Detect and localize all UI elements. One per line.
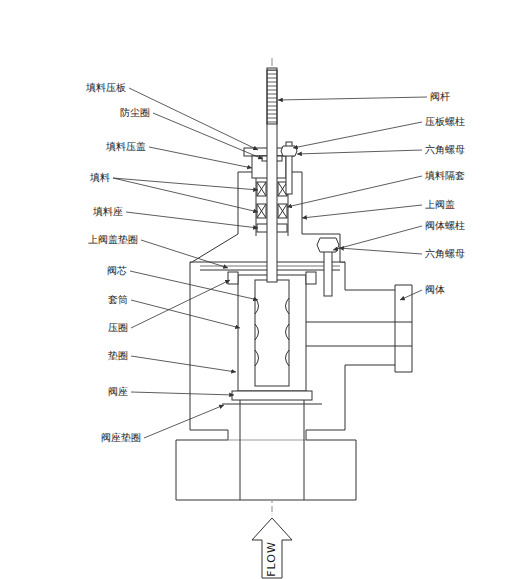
outlet-flange <box>395 290 396 365</box>
seat <box>232 391 312 400</box>
part-label: 阀座垫圈 <box>101 432 141 444</box>
part-label: 阀体螺柱 <box>425 220 465 232</box>
inlet-bore <box>240 400 241 500</box>
leader-line <box>130 271 258 300</box>
leader-line <box>333 226 422 250</box>
leader-line <box>144 405 224 438</box>
part-label: 填料压板 <box>86 82 126 94</box>
stem <box>267 68 277 282</box>
part-label: 防尘圈 <box>120 107 150 119</box>
clamp-ring <box>228 272 238 284</box>
part-label: 阀芯 <box>107 265 127 277</box>
leader-line <box>339 248 422 254</box>
part-label: 填料座 <box>93 206 123 218</box>
stem-thread <box>267 70 277 124</box>
inlet-bore <box>304 400 305 500</box>
flow-label: FLOW <box>266 541 278 577</box>
leader-line <box>297 150 422 154</box>
leader-line <box>126 212 258 228</box>
valve-body <box>176 262 412 500</box>
leader-line <box>131 392 234 395</box>
leader-line <box>149 147 252 168</box>
leader-line <box>113 178 258 212</box>
outlet-bore <box>306 322 412 323</box>
seat-gasket <box>222 404 322 405</box>
leader-line <box>293 122 422 148</box>
part-label: 六角螺母 <box>425 248 465 260</box>
leader-line <box>287 176 422 207</box>
hex-nut <box>317 238 339 252</box>
leader-line <box>129 88 258 150</box>
outlet-bore <box>306 346 412 347</box>
plug <box>255 280 289 386</box>
part-label: 阀杆 <box>430 91 450 103</box>
part-label: 填料隔套 <box>425 170 465 182</box>
part-label: 阀座 <box>108 386 128 398</box>
part-label: 压板螺柱 <box>425 116 465 128</box>
part-label: 六角螺母 <box>425 144 465 156</box>
part-label: 上阀盖垫圈 <box>88 234 138 246</box>
part-label: 压圈 <box>108 322 128 334</box>
leader-line <box>113 178 258 190</box>
flow-arrow <box>252 518 292 578</box>
plug-grooves <box>255 298 289 366</box>
part-label: 垫圈 <box>108 350 128 362</box>
part-label: 填料压盖 <box>106 141 146 153</box>
leader-line <box>302 205 422 218</box>
part-label: 填料 <box>90 172 110 184</box>
leader-line <box>131 300 240 328</box>
leader-line <box>131 356 236 372</box>
part-label: 阀体 <box>425 284 445 296</box>
clamp-ring <box>306 272 316 284</box>
leader-line <box>131 280 230 328</box>
part-label: 套筒 <box>108 294 128 306</box>
leader-line <box>141 240 228 268</box>
cage <box>238 275 306 391</box>
leader-line <box>400 290 422 300</box>
part-label: 上阀盖 <box>425 199 455 211</box>
packing-bore <box>256 178 257 236</box>
leader-line <box>153 113 263 159</box>
leader-line <box>278 97 427 100</box>
